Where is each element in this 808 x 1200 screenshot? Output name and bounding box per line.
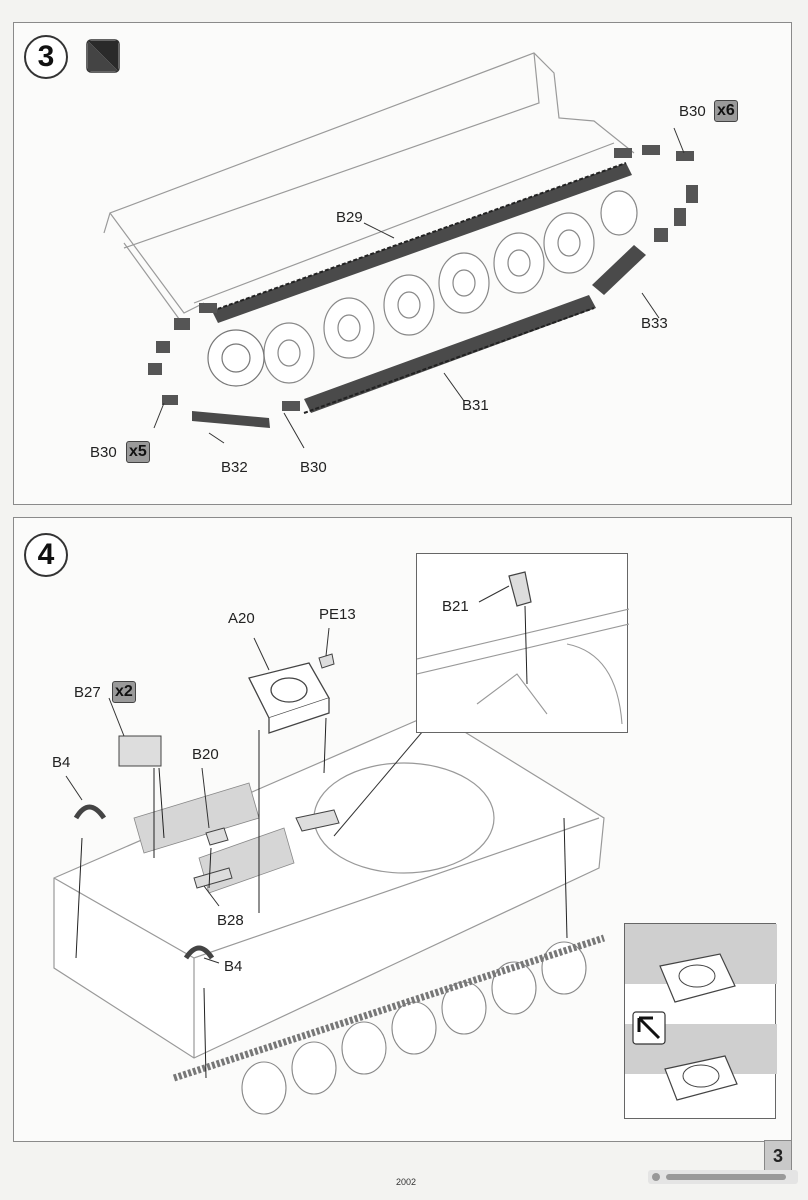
road-wheels <box>263 190 638 384</box>
label-pe13: PE13 <box>319 606 356 623</box>
placement-arrows <box>75 717 568 1079</box>
step-3-panel: 3 <box>13 22 792 505</box>
part-b27 <box>118 735 162 767</box>
page-number: 3 <box>764 1140 792 1172</box>
part-a20-hatch <box>248 662 330 734</box>
track-run-b31 <box>303 295 596 414</box>
detail-inset-b21 <box>416 553 630 733</box>
label-b20: B20 <box>192 746 219 763</box>
label-b29: B29 <box>336 209 363 226</box>
part-b20 <box>205 827 229 846</box>
individual-links-rear <box>148 303 300 411</box>
label-b21: B21 <box>442 598 469 615</box>
label-b30-top: B30 <box>679 103 706 120</box>
track-segment-b33 <box>592 245 646 295</box>
watermark-logo <box>648 1170 798 1187</box>
track-run-b29 <box>211 162 632 323</box>
label-b31: B31 <box>462 397 489 414</box>
label-b30-left: B30 <box>90 444 117 461</box>
label-b4-bottom: B4 <box>224 958 243 975</box>
part-b4-bottom <box>183 945 215 960</box>
label-b27: B27 <box>74 684 101 701</box>
detail-inset-hatch-drawing <box>625 924 777 1101</box>
label-b4-top: B4 <box>52 754 71 771</box>
step-4-drawing <box>53 627 606 1115</box>
step-4-panel: 4 <box>13 517 792 1142</box>
qty-b30-top: x6 <box>714 100 738 122</box>
detail-inset-b21-drawing <box>416 571 630 725</box>
label-a20: A20 <box>228 610 255 627</box>
track-run <box>172 934 606 1082</box>
step-3-drawing <box>103 52 698 449</box>
step-3-number: 3 <box>24 35 68 79</box>
step-4-number: 4 <box>24 533 68 577</box>
qty-b30-left: x5 <box>126 441 150 463</box>
track-segment-b32 <box>192 411 270 428</box>
part-b28 <box>193 867 233 889</box>
road-wheels <box>241 941 587 1115</box>
paint-marker-icon <box>86 39 120 73</box>
part-b21-on-hull <box>295 809 340 832</box>
part-b4-top <box>73 804 107 820</box>
label-b33: B33 <box>641 315 668 332</box>
label-b28: B28 <box>217 912 244 929</box>
qty-b27: x2 <box>112 681 136 703</box>
label-b30-bottom: B30 <box>300 459 327 476</box>
individual-links-front <box>614 145 698 242</box>
leader-lines <box>153 127 685 449</box>
label-b32: B32 <box>221 459 248 476</box>
print-code: 2002 <box>396 1177 417 1187</box>
leader-lines <box>65 627 435 964</box>
part-pe13 <box>318 653 335 669</box>
detail-inset-hatch <box>624 923 777 1119</box>
hull-outline <box>103 52 635 324</box>
drive-sprocket <box>207 329 265 387</box>
